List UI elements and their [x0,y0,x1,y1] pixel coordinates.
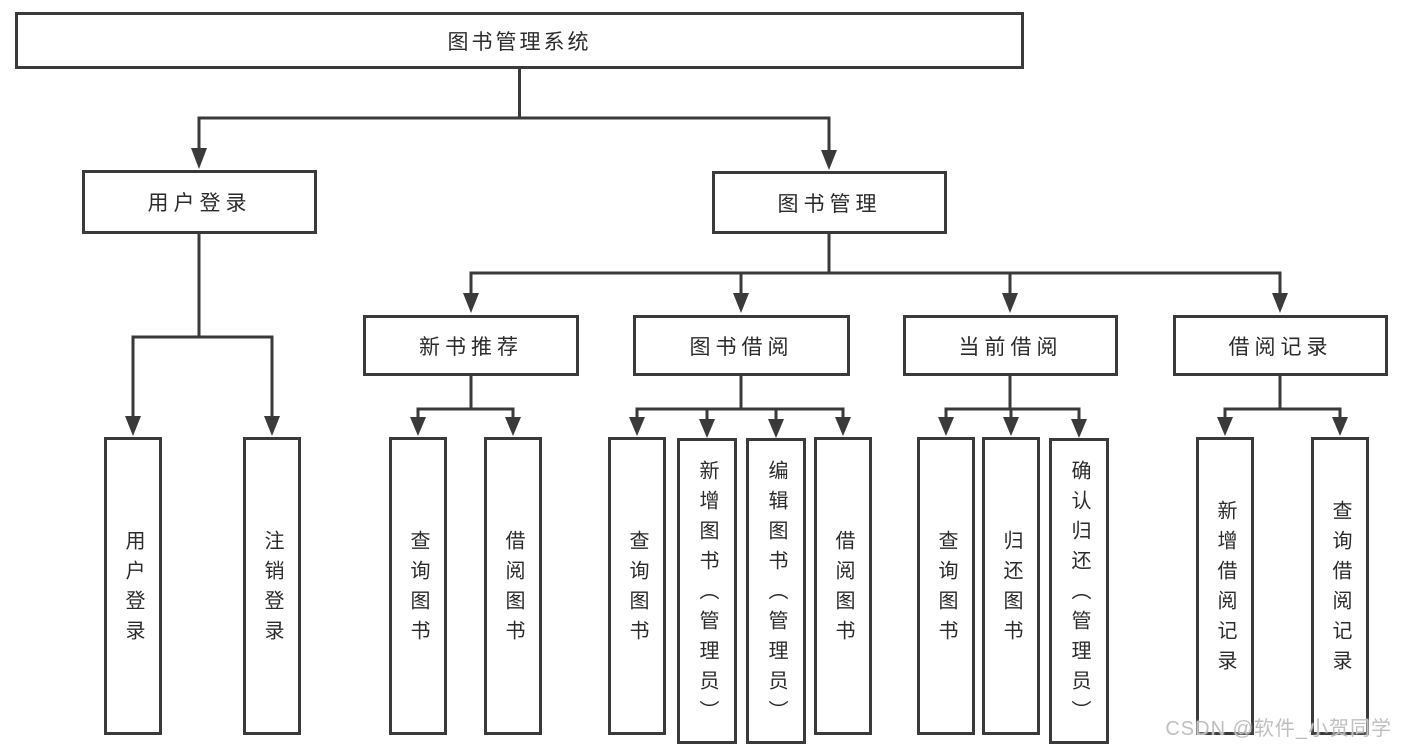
leaf-current-query-book-label: 查询图书 [935,530,957,650]
leaf-borrow-add-book-admin-label: 新增图书（管理员） [696,460,718,730]
node-new-book-recommendation: 新书推荐 [363,315,579,376]
node-current-borrowing-label: 当前借阅 [958,335,1063,359]
leaf-records-query-record-label: 查询借阅记录 [1329,500,1351,680]
leaf-recommend-query-book: 查询图书 [389,437,447,735]
watermark-text: CSDN @软件_小贺同学 [1165,718,1392,740]
leaf-borrow-edit-book-admin: 编辑图书（管理员） [746,438,806,744]
node-current-borrowing: 当前借阅 [903,315,1118,376]
node-user-login: 用户登录 [82,170,317,234]
leaf-recommend-query-book-label: 查询图书 [407,530,429,650]
node-book-management-label: 图书管理 [777,192,882,216]
node-book-management: 图书管理 [712,171,947,234]
leaf-borrow-query-book-label: 查询图书 [626,530,648,650]
node-borrowing-records: 借阅记录 [1173,315,1388,376]
leaf-logout-label: 注销登录 [261,530,283,650]
leaf-borrow-query-book: 查询图书 [608,437,666,735]
node-root-label: 图书管理系统 [447,30,592,54]
leaf-current-confirm-return-admin-label: 确认归还（管理员） [1068,460,1090,730]
leaf-current-return-book-label: 归还图书 [1000,530,1022,650]
leaf-records-add-record-label: 新增借阅记录 [1214,500,1236,680]
leaf-current-confirm-return-admin: 确认归还（管理员） [1049,438,1109,744]
leaf-borrow-edit-book-admin-label: 编辑图书（管理员） [765,460,787,730]
leaf-recommend-borrow-book: 借阅图书 [484,437,542,735]
leaf-user-login: 用户登录 [104,437,162,735]
leaf-recommend-borrow-book-label: 借阅图书 [502,530,524,650]
leaf-logout: 注销登录 [243,437,301,735]
node-book-borrowing: 图书借阅 [633,315,850,376]
node-root: 图书管理系统 [15,12,1024,69]
leaf-current-return-book: 归还图书 [982,437,1040,735]
leaf-user-login-label: 用户登录 [122,530,144,650]
leaf-borrow-borrow-book-label: 借阅图书 [832,530,854,650]
leaf-records-query-record: 查询借阅记录 [1311,437,1369,735]
leaf-borrow-add-book-admin: 新增图书（管理员） [677,438,737,744]
leaf-current-query-book: 查询图书 [917,437,975,735]
node-user-login-label: 用户登录 [147,192,252,215]
leaf-records-add-record: 新增借阅记录 [1196,437,1254,735]
node-book-borrowing-label: 图书借阅 [689,335,794,359]
node-borrowing-records-label: 借阅记录 [1228,335,1333,359]
leaf-borrow-borrow-book: 借阅图书 [814,437,872,735]
node-new-book-recommendation-label: 新书推荐 [419,335,523,359]
